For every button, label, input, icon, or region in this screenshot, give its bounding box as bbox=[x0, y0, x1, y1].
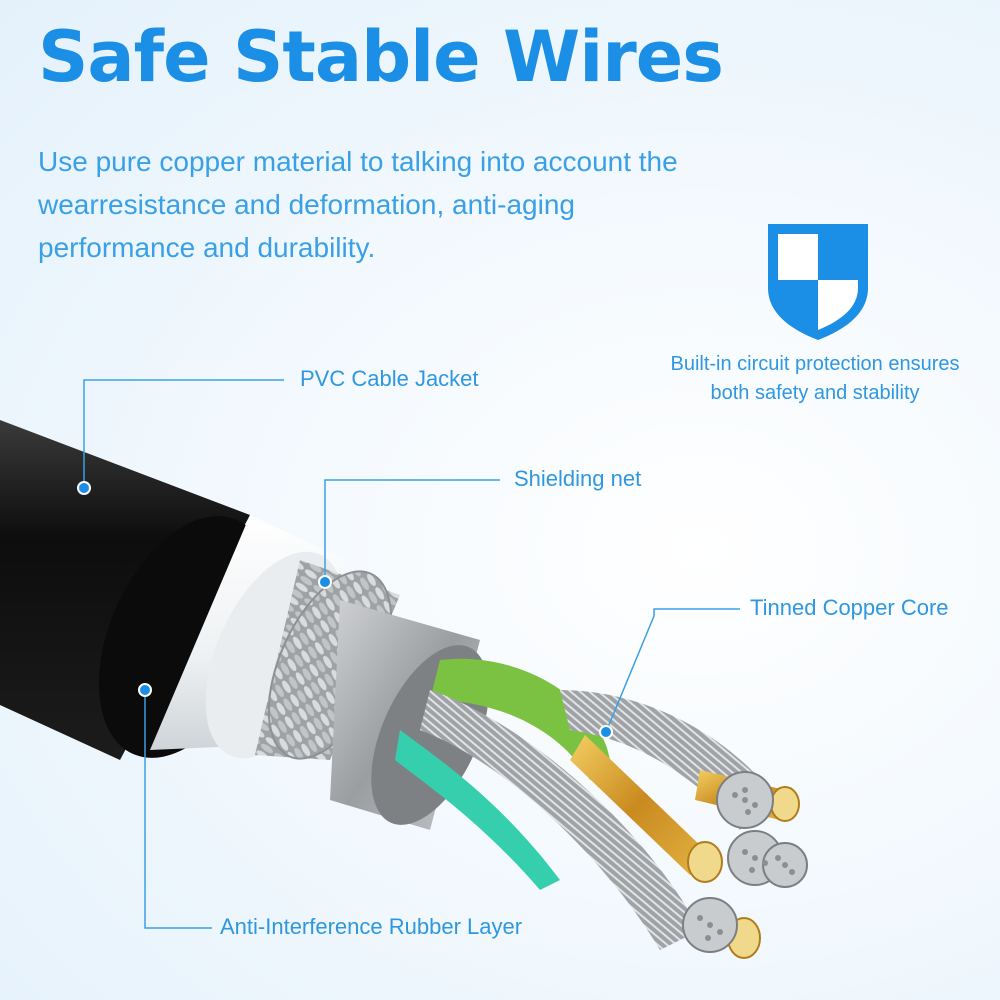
shielding-net-label: Shielding net bbox=[514, 466, 642, 491]
rubber-callout-dot bbox=[138, 683, 152, 697]
callout-dots bbox=[77, 481, 613, 739]
jacket-callout-dot bbox=[77, 481, 91, 495]
tinned-copper-core-label: Tinned Copper Core bbox=[750, 595, 949, 620]
callout-lines bbox=[83, 379, 740, 929]
shielding-callout-line bbox=[324, 479, 500, 582]
protection-text: Built-in circuit protection ensures both… bbox=[650, 350, 980, 408]
page-title: Safe Stable Wires bbox=[38, 16, 724, 98]
core-callout-line bbox=[605, 608, 740, 733]
anti-interference-rubber-layer-label: Anti-Interference Rubber Layer bbox=[220, 914, 523, 939]
subtitle-text: Use pure copper material to talking into… bbox=[38, 146, 678, 263]
jacket-callout-line bbox=[83, 379, 284, 488]
rubber-callout-line bbox=[144, 690, 212, 929]
core-callout-dot bbox=[599, 725, 613, 739]
protection-text-line-2: both safety and stability bbox=[710, 382, 920, 404]
protection-text-line-1: Built-in circuit protection ensures bbox=[670, 353, 960, 375]
pvc-cable-jacket-label: PVC Cable Jacket bbox=[300, 366, 479, 391]
inner-wires bbox=[395, 658, 808, 959]
shielding-callout-dot bbox=[318, 575, 332, 589]
shield-icon bbox=[768, 224, 868, 340]
